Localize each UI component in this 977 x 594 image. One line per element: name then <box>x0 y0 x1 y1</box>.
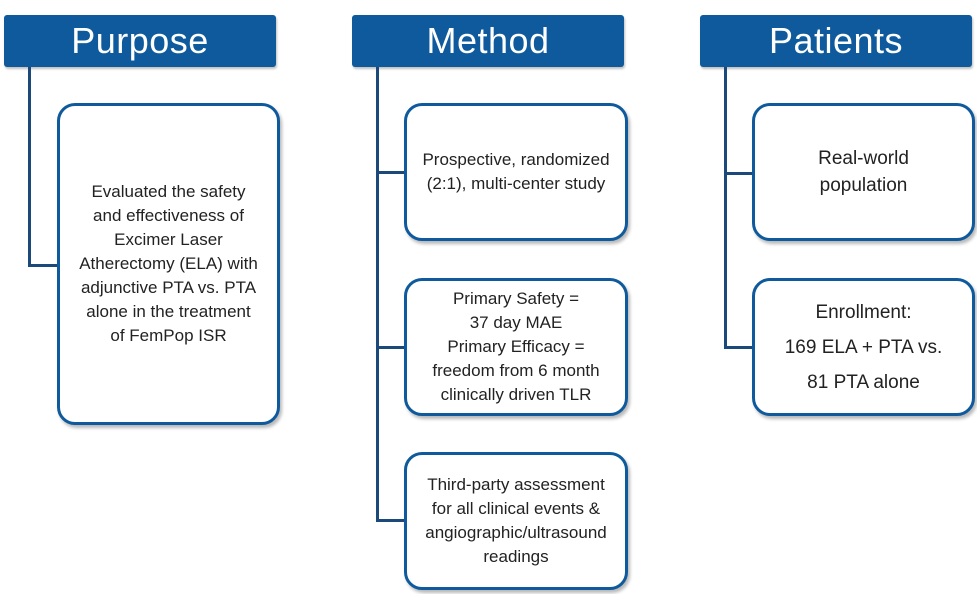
method-branch-connector-3 <box>376 519 406 522</box>
primary-efficacy-line: clinically driven TLR <box>440 385 592 404</box>
primary-efficacy-line: freedom from 6 month <box>432 361 600 380</box>
purpose-text-line: Excimer Laser <box>114 230 223 249</box>
method-header: Method <box>352 15 624 67</box>
patients-population-box: Real-world population <box>752 103 975 241</box>
purpose-vertical-connector <box>28 67 31 266</box>
purpose-branch-connector <box>28 264 58 267</box>
purpose-text-line: Atherectomy (ELA) with <box>79 254 258 273</box>
population-line: population <box>819 175 908 196</box>
patients-header: Patients <box>700 15 972 67</box>
purpose-text-line: and effectiveness of <box>93 206 244 225</box>
purpose-text-line: alone in the treatment <box>86 302 251 321</box>
purpose-box: Evaluated the safety and effectiveness o… <box>57 103 280 425</box>
method-endpoints-box: Primary Safety = 37 day MAE Primary Effi… <box>404 278 628 416</box>
method-branch-connector-2 <box>376 346 406 349</box>
population-line: Real-world <box>818 148 909 169</box>
assessment-line: readings <box>483 547 549 566</box>
assessment-line: angiographic/ultrasound <box>425 523 607 542</box>
method-design-box: Prospective, randomized (2:1), multi-cen… <box>404 103 628 241</box>
assessment-line: Third-party assessment <box>427 475 605 494</box>
purpose-text-line: adjunctive PTA vs. PTA <box>80 278 257 297</box>
method-vertical-connector <box>376 67 379 521</box>
primary-efficacy-line: Primary Efficacy = <box>447 337 585 356</box>
enrollment-line: 169 ELA + PTA vs. <box>784 336 943 358</box>
method-design-line: Prospective, randomized <box>422 150 610 169</box>
patients-branch-connector-2 <box>724 346 754 349</box>
enrollment-line: 81 PTA alone <box>807 371 920 393</box>
patients-enrollment-box: Enrollment: 169 ELA + PTA vs. 81 PTA alo… <box>752 278 975 416</box>
method-assessment-box: Third-party assessment for all clinical … <box>404 452 628 590</box>
purpose-text-line: Evaluated the safety <box>91 182 246 201</box>
assessment-line: for all clinical events & <box>431 499 601 518</box>
method-branch-connector-1 <box>376 171 406 174</box>
method-design-line: (2:1), multi-center study <box>426 174 606 193</box>
patients-branch-connector-1 <box>724 172 754 175</box>
purpose-header: Purpose <box>4 15 276 67</box>
primary-safety-line: 37 day MAE <box>469 313 563 332</box>
enrollment-line: Enrollment: <box>815 301 912 323</box>
purpose-text-line: of FemPop ISR <box>110 326 227 345</box>
patients-vertical-connector <box>724 67 727 348</box>
primary-safety-line: Primary Safety = <box>452 289 580 308</box>
